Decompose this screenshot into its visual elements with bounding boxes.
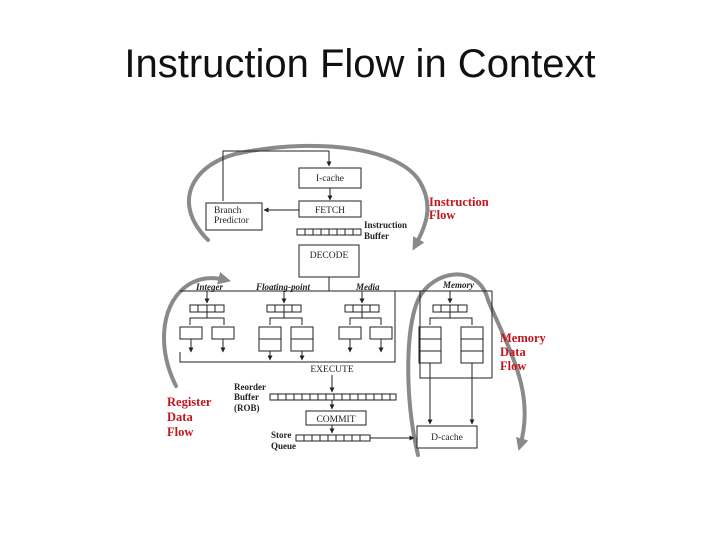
instruction-flow-label: Instruction [429, 195, 489, 209]
branch-predictor-label: Predictor [214, 216, 250, 226]
instruction-buffer-label: Buffer [364, 231, 389, 241]
branch-predictor-box [205, 202, 263, 231]
instruction-buffer-label: Instruction [364, 220, 407, 230]
reorder-buffer-label: (ROB) [234, 403, 260, 413]
icache-label: I-cache [316, 174, 344, 184]
memory-pipe-label: Memory [442, 280, 475, 290]
integer-unit-b [211, 326, 235, 340]
dcache-box [416, 425, 478, 449]
memory-data-flow-label: Data [500, 345, 526, 359]
register-data-flow-label: Flow [167, 425, 193, 439]
memory-unit-a [418, 326, 442, 364]
floating-point-pipe-label: Floating-point [255, 282, 311, 292]
slide-title: Instruction Flow in Context [124, 42, 596, 86]
store-queue-label: Store [271, 430, 291, 440]
reorder-buffer-label: Reorder [234, 382, 266, 392]
instruction-flow-arrow [187, 143, 430, 251]
memory-data-flow-label: Memory [500, 331, 547, 345]
dcache-label: D-cache [431, 433, 463, 443]
memory-unit-b [460, 326, 484, 364]
memory-data-flow-label: Flow [500, 359, 526, 373]
memory-data-flow-arrow [406, 272, 529, 457]
integer-unit-a [179, 326, 203, 340]
register-data-flow-label: Register [167, 395, 212, 409]
reorder-buffer [269, 393, 397, 401]
commit-label: COMMIT [316, 415, 355, 425]
integer-pipe-label: Integer [195, 282, 223, 292]
commit-box [305, 410, 367, 426]
media-unit-b [369, 326, 393, 340]
decode-label: DECODE [310, 251, 349, 261]
media-unit-a [338, 326, 362, 340]
decode-box [298, 244, 360, 278]
store-queue-label: Queue [271, 441, 296, 451]
execute-label: EXECUTE [310, 365, 353, 375]
media-pipe-label: Media [355, 282, 380, 292]
branch-predictor-label: Branch [214, 206, 242, 216]
reorder-buffer-label: Buffer [234, 392, 259, 402]
store-queue [295, 434, 371, 442]
register-data-flow-label: Data [167, 410, 193, 424]
instruction-flow-label: Flow [429, 208, 455, 222]
fetch-label: FETCH [315, 206, 345, 216]
fetch-box [298, 200, 362, 218]
